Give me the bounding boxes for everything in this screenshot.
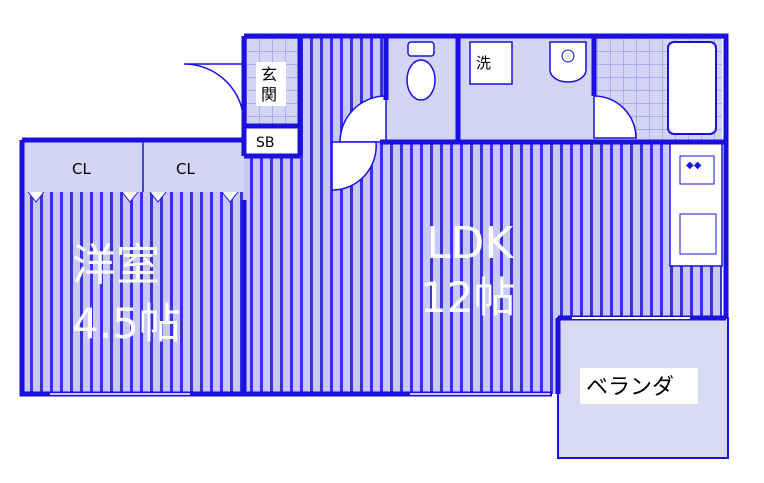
bathtub-icon (667, 41, 717, 135)
shoe-box-label: SB (256, 135, 275, 151)
balcony-label: ベランダ (586, 375, 674, 400)
washer-box (469, 41, 513, 85)
toilet-tank (407, 41, 435, 57)
entrance-label-bottom: 関 (261, 85, 277, 104)
closet-area (22, 140, 244, 192)
stove-icon (679, 155, 715, 185)
balcony-label-bg (580, 368, 698, 404)
ldk-door-swing (331, 141, 377, 191)
entrance-door-swing (183, 63, 245, 125)
bath-door-swing (593, 95, 637, 139)
western-room-size: 4.5帖 (72, 299, 181, 348)
closet-left-label: CL (72, 160, 91, 178)
entrance-label-top: 玄 (261, 65, 277, 84)
shoe-box (244, 126, 300, 154)
closet-door-marks (27, 191, 239, 203)
closet-right-label: CL (176, 160, 195, 178)
ldk-name: LDK (426, 218, 514, 269)
svg-text:◆◆: ◆◆ (686, 160, 702, 171)
washer-label: 洗 (476, 54, 491, 72)
sink-icon (679, 213, 717, 255)
western-room-name: 洋室 (72, 240, 160, 291)
toilet-icon (406, 59, 436, 101)
ldk-size: 12帖 (420, 273, 515, 322)
